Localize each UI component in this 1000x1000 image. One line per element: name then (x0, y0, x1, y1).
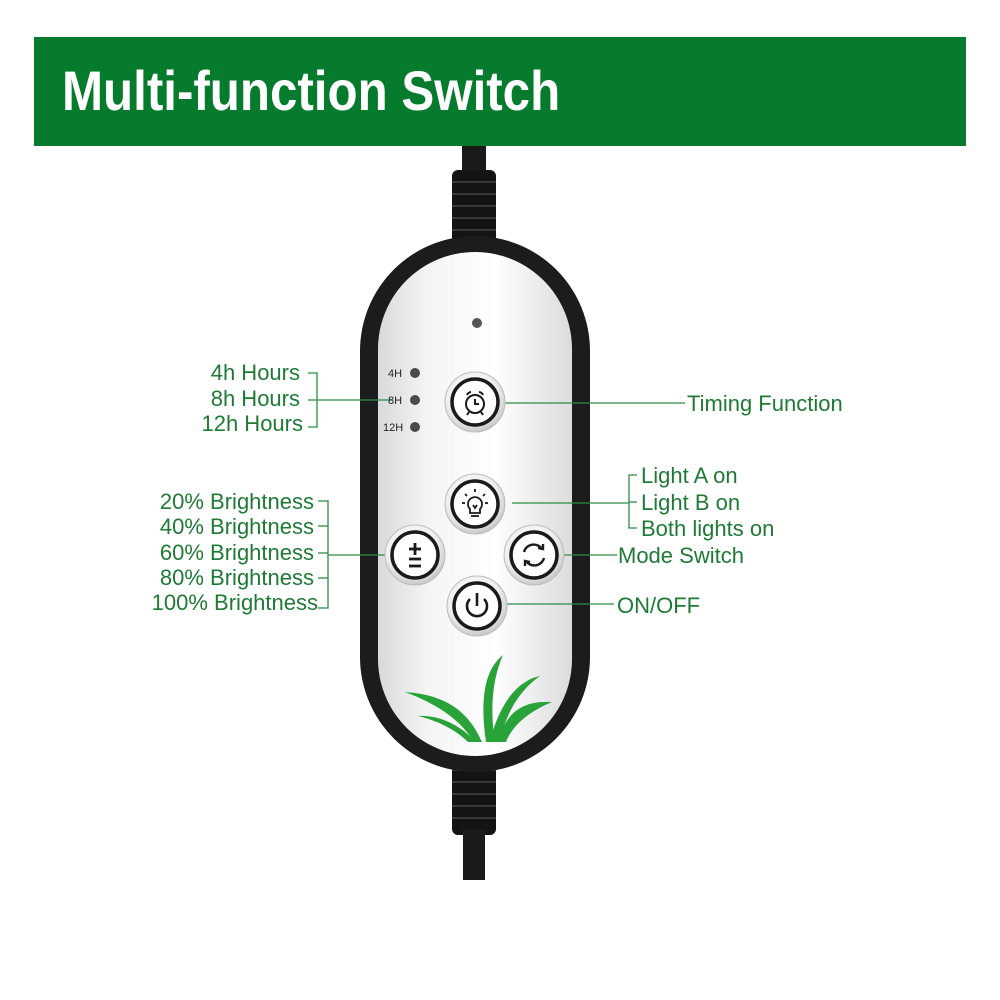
power-button[interactable] (446, 575, 508, 637)
label-brightness-100: 100% Brightness (151, 590, 318, 615)
alarm-clock-icon (465, 391, 485, 416)
label-brightness-80: 80% Brightness (159, 565, 314, 590)
led-tag-8h: 8H (388, 395, 403, 407)
title-banner: Multi-function Switch (34, 37, 966, 146)
led-tag-12h: 12H (383, 422, 404, 434)
label-light-a-on: Light A on (641, 463, 738, 488)
light-bulb-icon (462, 489, 488, 517)
page-title: Multi-function Switch (62, 59, 561, 122)
timer-button[interactable] (444, 371, 506, 433)
label-4h-hours: 4h Hours (210, 360, 300, 385)
label-both-lights-on: Both lights on (641, 516, 775, 541)
led-tag-4h: 4H (388, 368, 403, 380)
mode-switch-button[interactable] (503, 524, 565, 586)
label-mode-switch: Mode Switch (618, 543, 744, 568)
brightness-button[interactable] (384, 524, 446, 586)
leaf-sprout-icon (405, 655, 552, 742)
label-light-b-on: Light B on (641, 490, 741, 515)
led-12h (410, 422, 420, 432)
label-on-off: ON/OFF (617, 593, 701, 618)
led-4h (410, 368, 420, 378)
power-icon (465, 593, 489, 618)
led-8h (410, 395, 420, 405)
label-brightness-60: 60% Brightness (159, 540, 314, 565)
label-8h-hours: 8h Hours (210, 386, 300, 411)
light-mode-button[interactable] (444, 473, 506, 535)
label-timing-function: Timing Function (687, 391, 843, 416)
cycle-arrows-icon (522, 543, 546, 567)
top-cable (452, 146, 496, 252)
label-12h-hours: 12h Hours (201, 411, 303, 436)
bottom-cable (452, 755, 496, 880)
indicator-dot (472, 318, 482, 328)
plus-minus-icon (409, 543, 421, 568)
label-brightness-20: 20% Brightness (159, 489, 314, 514)
label-brightness-40: 40% Brightness (159, 514, 314, 539)
callout-lines (308, 372, 685, 609)
